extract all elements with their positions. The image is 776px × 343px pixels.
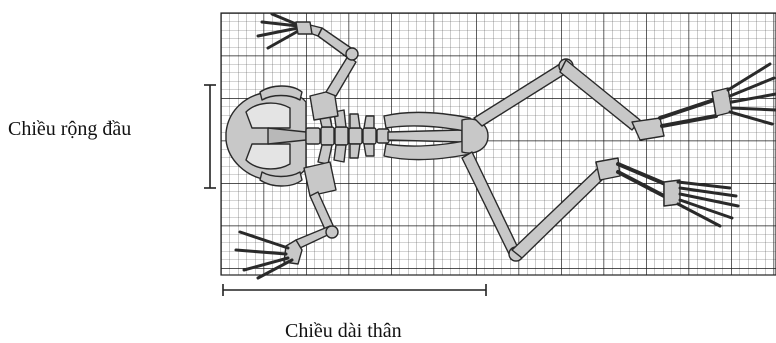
head-width-bracket bbox=[204, 85, 216, 188]
skull-orbit-upper bbox=[246, 103, 290, 128]
forelimb-upper-hand bbox=[296, 22, 312, 34]
head-width-label: Chiều rộng đầu bbox=[8, 118, 131, 141]
body-length-label: Chiều dài thân bbox=[285, 320, 402, 343]
urostyle bbox=[388, 130, 462, 142]
hindlimb-lower-foot bbox=[664, 180, 680, 206]
hindlimb-lower-tarsal bbox=[596, 158, 620, 180]
skull-orbit-lower bbox=[246, 144, 290, 169]
body-length-bracket bbox=[223, 284, 486, 296]
scapula-lower bbox=[304, 162, 336, 196]
